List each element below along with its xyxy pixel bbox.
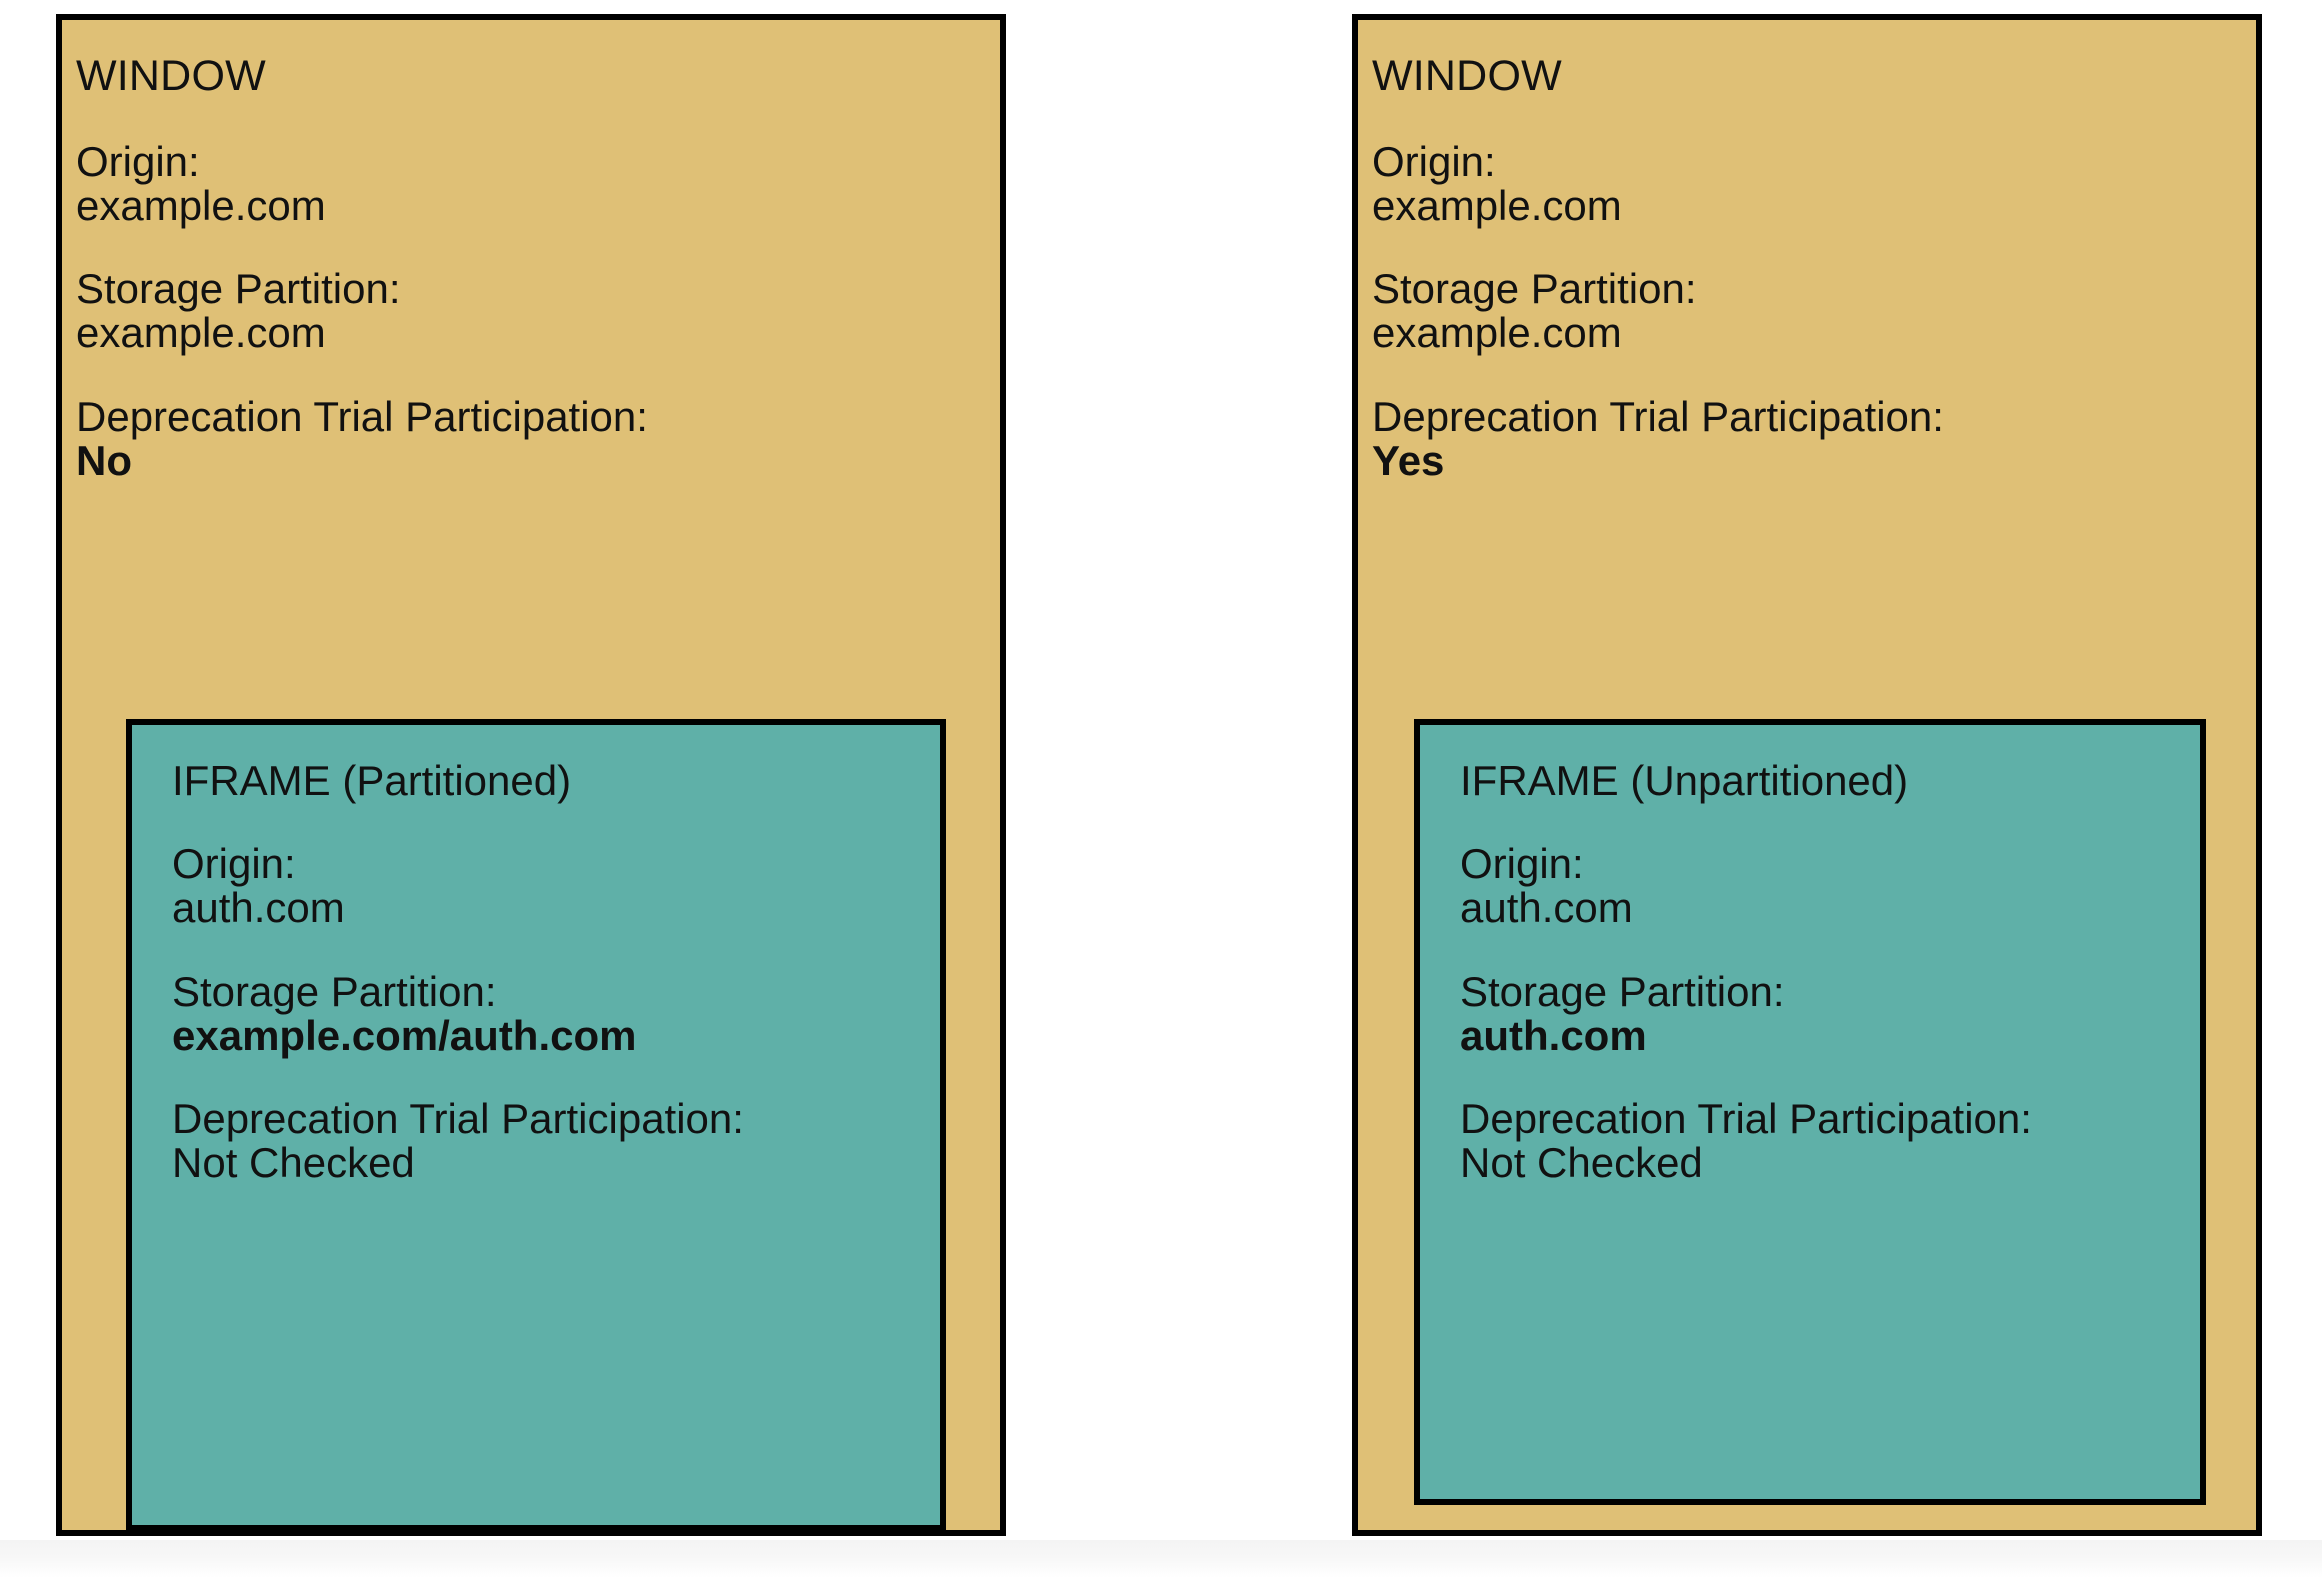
iframe-title-right: IFRAME (Unpartitioned): [1460, 757, 1909, 804]
iframe-field-storage-partition-value-right: auth.com: [1460, 1012, 1647, 1060]
iframe-title-left: IFRAME (Partitioned): [172, 757, 572, 804]
iframe-field-storage-partition-left: Storage Partition: example.com/auth.com: [172, 968, 637, 1060]
iframe-field-storage-partition-right: Storage Partition: auth.com: [1460, 968, 1785, 1060]
window-box-right: WINDOW Origin: example.com Storage Parti…: [1352, 14, 2262, 1536]
iframe-field-origin-value-right: auth.com: [1460, 884, 1633, 932]
window-field-deprecation-trial-label-left: Deprecation Trial Participation:: [76, 393, 648, 440]
window-title-left: WINDOW: [76, 52, 266, 100]
iframe-field-storage-partition-value-left: example.com/auth.com: [172, 1012, 637, 1060]
iframe-field-deprecation-trial-label-left: Deprecation Trial Participation:: [172, 1095, 744, 1142]
iframe-field-storage-partition-label-left: Storage Partition:: [172, 968, 497, 1015]
window-field-origin-value-right: example.com: [1372, 182, 1622, 230]
window-field-storage-partition-left: Storage Partition: example.com: [76, 265, 401, 357]
page-bottom-shadow: [0, 1540, 2322, 1578]
window-box-left: WINDOW Origin: example.com Storage Parti…: [56, 14, 1006, 1536]
iframe-field-deprecation-trial-value-left: Not Checked: [172, 1139, 415, 1187]
window-field-deprecation-trial-value-right: Yes: [1372, 437, 1445, 485]
window-field-storage-partition-value-left: example.com: [76, 309, 326, 357]
iframe-field-origin-label-left: Origin:: [172, 840, 296, 887]
window-field-deprecation-trial-label-right: Deprecation Trial Participation:: [1372, 393, 1944, 440]
window-field-deprecation-trial-value-left: No: [76, 437, 132, 485]
iframe-box-left: IFRAME (Partitioned) Origin: auth.com St…: [126, 719, 946, 1531]
iframe-field-origin-right: Origin: auth.com: [1460, 840, 1633, 932]
iframe-field-deprecation-trial-value-right: Not Checked: [1460, 1139, 1703, 1187]
window-field-storage-partition-value-right: example.com: [1372, 309, 1622, 357]
window-field-storage-partition-label-right: Storage Partition:: [1372, 265, 1697, 312]
window-title-right: WINDOW: [1372, 52, 1562, 100]
window-field-origin-label-left: Origin:: [76, 138, 200, 185]
window-field-origin-left: Origin: example.com: [76, 138, 326, 230]
window-field-origin-value-left: example.com: [76, 182, 326, 230]
window-field-origin-label-right: Origin:: [1372, 138, 1496, 185]
iframe-field-origin-value-left: auth.com: [172, 884, 345, 932]
iframe-field-origin-left: Origin: auth.com: [172, 840, 345, 932]
window-field-origin-right: Origin: example.com: [1372, 138, 1622, 230]
window-field-deprecation-trial-right: Deprecation Trial Participation: Yes: [1372, 393, 1944, 485]
iframe-field-deprecation-trial-left: Deprecation Trial Participation: Not Che…: [172, 1095, 744, 1187]
iframe-field-origin-label-right: Origin:: [1460, 840, 1584, 887]
iframe-box-right: IFRAME (Unpartitioned) Origin: auth.com …: [1414, 719, 2206, 1505]
iframe-field-deprecation-trial-right: Deprecation Trial Participation: Not Che…: [1460, 1095, 2032, 1187]
iframe-field-deprecation-trial-label-right: Deprecation Trial Participation:: [1460, 1095, 2032, 1142]
window-field-deprecation-trial-left: Deprecation Trial Participation: No: [76, 393, 648, 485]
window-field-storage-partition-label-left: Storage Partition:: [76, 265, 401, 312]
window-field-storage-partition-right: Storage Partition: example.com: [1372, 265, 1697, 357]
iframe-field-storage-partition-label-right: Storage Partition:: [1460, 968, 1785, 1015]
